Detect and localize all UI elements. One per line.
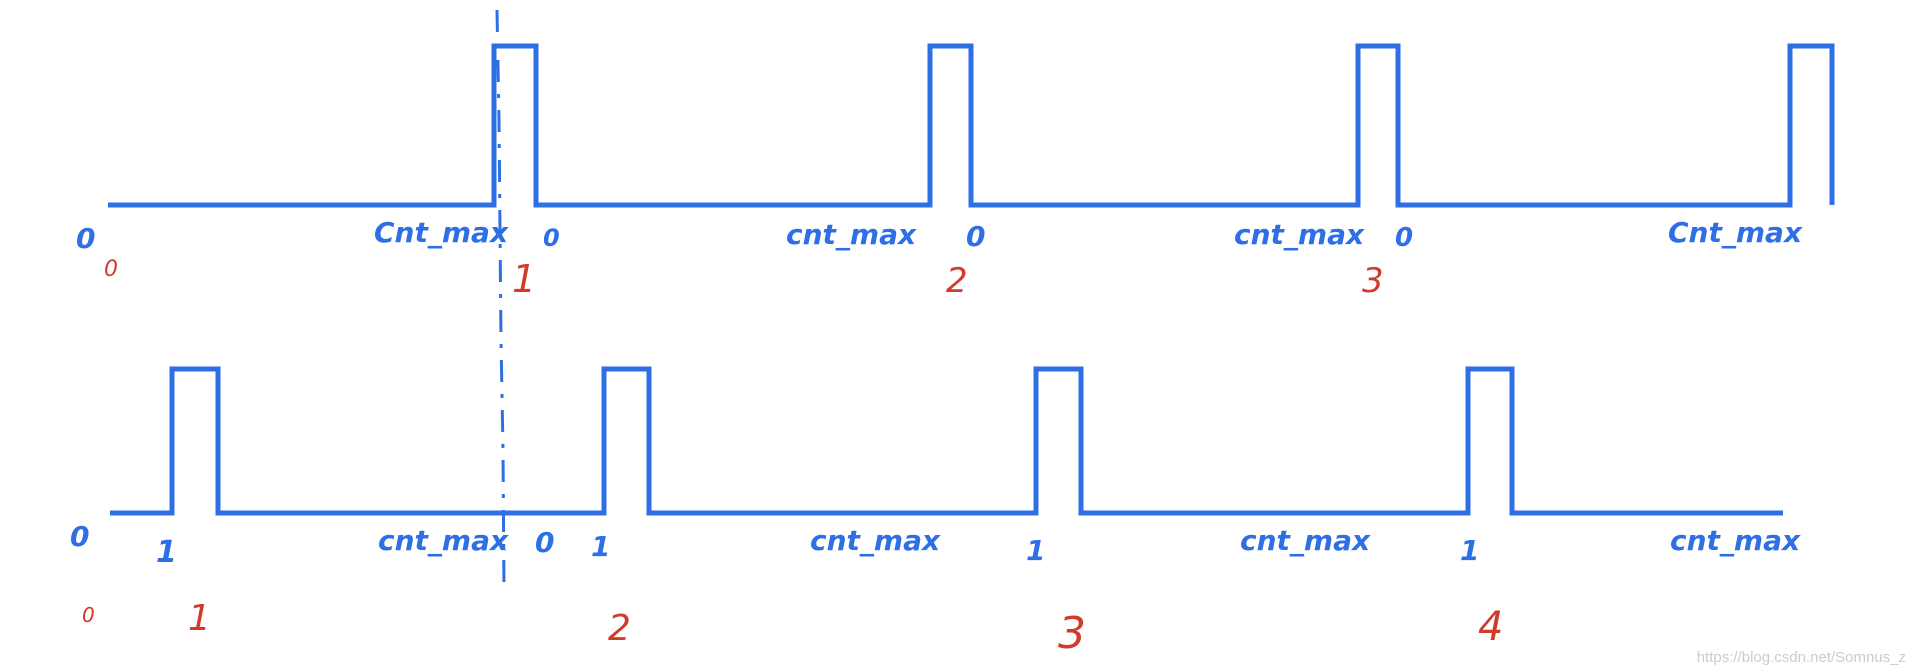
bottom-cnt-max-label: cnt_max (1670, 524, 1801, 557)
top-zero-label: 0 (966, 220, 985, 253)
bottom-count-label: 1 (188, 598, 211, 639)
watermark-text: https://blog.csdn.net/Somnus_z (1697, 649, 1906, 666)
top-count-label: 3 (1362, 261, 1384, 301)
bottom-one-label: 1 (156, 535, 177, 570)
top-count-label: 1 (512, 257, 536, 301)
top-cnt-max-label: cnt_max (1234, 218, 1365, 251)
bottom-one-label: 1 (1460, 534, 1479, 567)
top-cnt-max-label: cnt_max (786, 218, 917, 251)
bottom-start-zero-label: 0 (70, 520, 89, 553)
bottom-count-label: 4 (1478, 604, 1503, 650)
bottom-one-label: 1 (1026, 534, 1045, 567)
bottom-cnt-max-label: cnt_max (378, 524, 509, 557)
dashed-reference-line (495, 9, 506, 589)
bottom-pulse-waveform (110, 366, 1783, 516)
top-zero-label: 0 (1395, 223, 1413, 253)
bottom-cnt-max-label: cnt_max (1240, 524, 1371, 557)
top-start-zero-label: 0 (76, 222, 95, 255)
top-cnt-max-label: Cnt_max (374, 216, 509, 249)
top-start-count-label: 0 (104, 257, 118, 282)
top-count-label: 2 (946, 261, 968, 301)
bottom-cnt-max-label: cnt_max (810, 524, 941, 557)
bottom-one-label: 1 (591, 530, 610, 563)
bottom-count-label: 2 (608, 608, 631, 649)
bottom-start-count-label: 0 (82, 603, 95, 627)
top-zero-label: 0 (543, 224, 560, 252)
top-cnt-max-label: Cnt_max (1668, 216, 1803, 249)
bottom-count-label: 3 (1058, 608, 1086, 659)
top-pulse-waveform (108, 43, 1835, 208)
bottom-zero-label: 0 (535, 526, 554, 559)
